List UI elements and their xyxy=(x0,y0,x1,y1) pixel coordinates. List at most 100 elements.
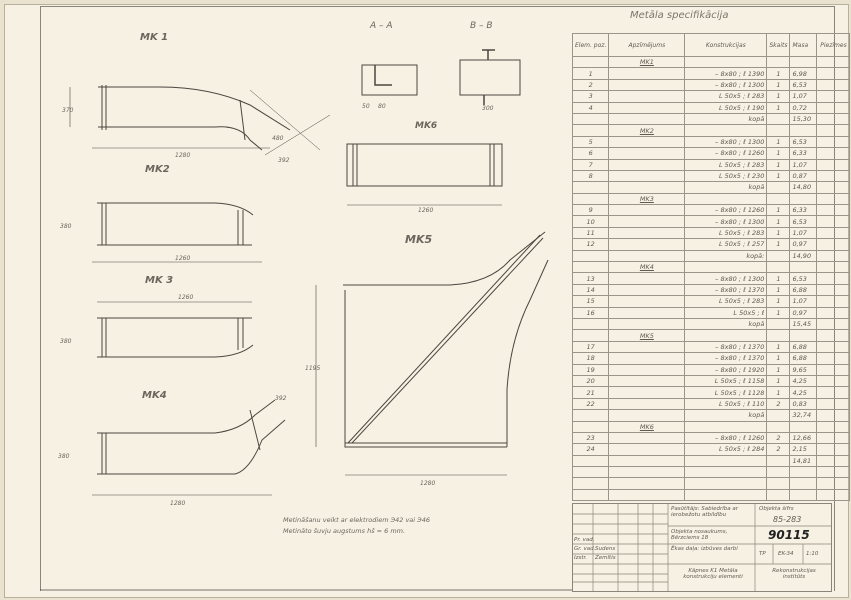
cell-pos: 19 xyxy=(571,363,610,376)
cell-designation xyxy=(608,477,686,490)
cell-pos xyxy=(571,181,610,194)
cell-pos: 14 xyxy=(571,283,610,297)
cell-qty: 1 xyxy=(766,158,791,171)
dim-section-b-300: 300 xyxy=(482,105,494,112)
table-row xyxy=(571,477,851,490)
table-row xyxy=(571,488,851,502)
cell-notes xyxy=(816,78,851,92)
total-row: kopā:14,90 xyxy=(571,249,851,263)
cell-mass: 14,81 xyxy=(789,454,818,468)
cell-designation xyxy=(608,158,686,171)
cell-notes xyxy=(816,124,851,137)
group-row: MK5 xyxy=(571,329,851,342)
cell-pos: 10 xyxy=(571,215,610,228)
cell-pos: 4 xyxy=(571,101,610,114)
cell-qty: 1 xyxy=(766,374,791,388)
cell-designation xyxy=(608,135,686,149)
col-designation: Apzīmējums xyxy=(608,33,686,57)
group-row: MK2 xyxy=(571,124,851,137)
cell-notes xyxy=(816,215,851,228)
col-mass: Masa xyxy=(789,33,818,57)
cell-mass: 15,45 xyxy=(789,317,818,331)
cell-mass: 6,53 xyxy=(789,135,818,149)
cell-notes xyxy=(816,477,851,490)
object-code: 85-283 xyxy=(773,515,802,524)
cell-pos: 8 xyxy=(571,169,610,183)
cell-mass: 4,25 xyxy=(789,374,818,388)
cell-notes xyxy=(816,488,851,502)
group-row: MK6 xyxy=(571,420,851,433)
cell-designation xyxy=(608,101,686,114)
dim-mk3-length: 1260 xyxy=(178,294,193,301)
cell-construction: L 50x5 ; ℓ 1128 xyxy=(684,386,768,399)
label-section-a: A – A xyxy=(369,21,393,31)
cell-mass: 0,97 xyxy=(789,238,818,251)
cell-mass: 14,80 xyxy=(789,181,818,194)
label-section-b: B – B xyxy=(470,21,493,31)
cell-qty xyxy=(766,454,791,468)
cell-pos xyxy=(571,477,610,490)
cell-qty xyxy=(766,261,791,274)
role: Gr. vad. xyxy=(574,546,596,552)
cell-mass: 15,30 xyxy=(789,112,818,126)
cell-designation xyxy=(608,352,686,365)
cell-construction: – 8x80 ; ℓ 1300 xyxy=(684,272,768,285)
cell-mass xyxy=(789,488,818,502)
cell-pos xyxy=(571,409,610,422)
cell-pos: 18 xyxy=(571,352,610,365)
cell-construction: L 50x5 ; ℓ 230 xyxy=(684,169,768,183)
cell-designation xyxy=(608,443,686,456)
cell-pos: 20 xyxy=(571,374,610,388)
cell-pos: 16 xyxy=(571,306,610,320)
client: Pasūtītājs: Sabiedrība ar ierobežotu atb… xyxy=(671,506,739,518)
cell-notes xyxy=(816,306,851,320)
cell-notes xyxy=(816,55,851,69)
object-code-label: Objekta šifrs xyxy=(759,506,794,512)
cell-qty xyxy=(766,124,791,137)
cell-notes xyxy=(816,226,851,240)
cell-qty: 1 xyxy=(766,204,791,217)
sheet-code: EK-34 xyxy=(778,551,794,557)
label-mk4: MK4 xyxy=(142,390,167,401)
cell-qty: 1 xyxy=(766,67,791,80)
cell-qty: 1 xyxy=(766,90,791,103)
cell-notes xyxy=(816,249,851,263)
cell-mass: 6,33 xyxy=(789,204,818,217)
cell-notes xyxy=(816,443,851,456)
cell-pos xyxy=(571,261,610,274)
cell-mass xyxy=(789,329,818,342)
cell-mass: 1,07 xyxy=(789,226,818,240)
cell-qty xyxy=(766,329,791,342)
cell-qty: 1 xyxy=(766,101,791,114)
cell-designation xyxy=(608,306,686,320)
cell-notes xyxy=(816,340,851,354)
cell-notes xyxy=(816,158,851,171)
cell-notes xyxy=(816,101,851,114)
dim-mk1-r: 480 xyxy=(272,135,284,142)
cell-designation xyxy=(608,67,686,80)
cell-qty: 1 xyxy=(766,169,791,183)
content: Kāpnes K1 Metāla konstrukciju elementi xyxy=(683,568,743,580)
label-mk6: MK6 xyxy=(415,121,437,131)
cell-construction: L 50x5 ; ℓ 283 xyxy=(684,226,768,240)
cell-mass: 6,53 xyxy=(789,215,818,228)
cell-qty xyxy=(766,409,791,422)
cell-pos: 7 xyxy=(571,158,610,171)
cell-construction: kopā: xyxy=(684,249,768,263)
cell-qty xyxy=(766,317,791,331)
cell-notes xyxy=(816,90,851,103)
cell-notes xyxy=(816,374,851,388)
cell-qty: 1 xyxy=(766,283,791,297)
cell-pos xyxy=(571,329,610,342)
cell-notes xyxy=(816,397,851,411)
cell-mass: 2,15 xyxy=(789,443,818,456)
